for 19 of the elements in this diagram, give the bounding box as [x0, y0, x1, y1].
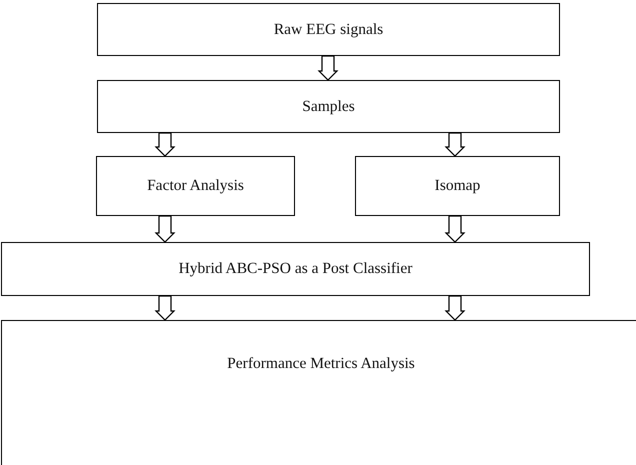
box-label: Performance Metrics Analysis: [227, 355, 415, 373]
box-label: Hybrid ABC-PSO as a Post Classifier: [178, 260, 412, 278]
hollow-arrow: [444, 215, 466, 243]
hollow-arrow: [154, 132, 176, 157]
process-box: [355, 156, 560, 216]
box-label: Raw EEG signals: [274, 20, 384, 38]
process-box: [1, 242, 590, 296]
hollow-arrow: [154, 295, 176, 321]
process-box: [97, 3, 560, 56]
process-box: [1, 320, 636, 465]
hollow-arrow: [444, 132, 466, 157]
process-box: [96, 156, 295, 216]
box-label: Isomap: [434, 177, 480, 195]
hollow-arrow: [154, 215, 176, 243]
hollow-arrow: [444, 295, 466, 321]
box-label: Factor Analysis: [147, 177, 244, 195]
box-label: Samples: [302, 98, 355, 116]
process-box: [97, 80, 560, 133]
hollow-arrow: [318, 55, 338, 81]
